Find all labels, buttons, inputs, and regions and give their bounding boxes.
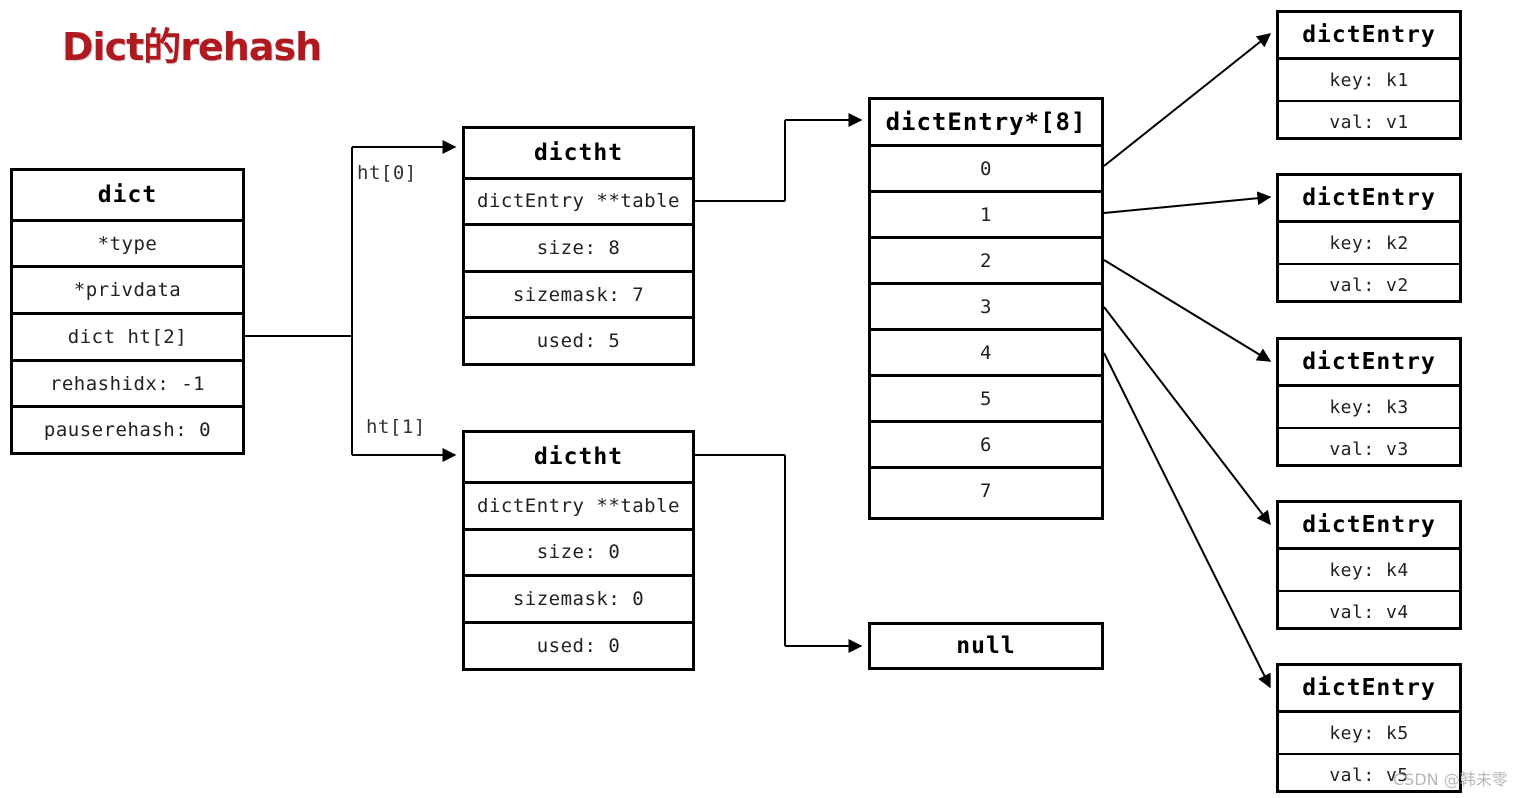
dictentry-1-val: val: v1: [1279, 100, 1459, 143]
dictht0-field-sizemask: sizemask: 7: [465, 269, 692, 317]
bucket-slot-2: 2: [871, 236, 1101, 282]
dictentry-5-val: val: v5: [1279, 753, 1459, 796]
bucket-slot-5: 5: [871, 374, 1101, 420]
bucket-slot-4: 4: [871, 328, 1101, 374]
dictentry-node-3: dictEntry key: k3 val: v3: [1276, 337, 1462, 467]
dictentry-4-val: val: v4: [1279, 590, 1459, 633]
dictht1-struct-box: dictht dictEntry **table size: 0 sizemas…: [462, 430, 695, 671]
dictentry-1-header: dictEntry: [1302, 22, 1436, 48]
connector-slot2-entry3: [1103, 259, 1272, 362]
bucket-array-header: dictEntry*[8]: [885, 108, 1087, 136]
dict-struct-box: dict *type *privdata dict ht[2] rehashid…: [10, 168, 245, 455]
dictentry-5-key: key: k5: [1279, 710, 1459, 753]
bucket-slot-3: 3: [871, 282, 1101, 328]
bucket-array-box: dictEntry*[8] 0 1 2 3 4 5 6 7: [868, 97, 1104, 520]
connector-slot1-entry2: [1103, 191, 1272, 214]
bucket-slot-7: 7: [871, 466, 1101, 512]
dictht0-field-size: size: 8: [465, 223, 692, 270]
edge-label-ht0: ht[0]: [357, 162, 417, 184]
connector-slot4-entry5: [1103, 352, 1271, 689]
dict-field-ht: dict ht[2]: [13, 312, 242, 359]
connector-slot3-entry4: [1103, 306, 1271, 526]
dictentry-3-header: dictEntry: [1302, 349, 1436, 375]
dictentry-3-val: val: v3: [1279, 427, 1459, 470]
bucket-slot-6: 6: [871, 420, 1101, 466]
bucket-slot-1: 1: [871, 190, 1101, 236]
edge-label-ht1: ht[1]: [366, 416, 426, 438]
null-node-box: null: [868, 622, 1104, 670]
dictentry-3-key: key: k3: [1279, 384, 1459, 427]
page-title: Dict的rehash: [62, 25, 322, 69]
dict-header: dict: [97, 181, 158, 208]
dictentry-node-2: dictEntry key: k2 val: v2: [1276, 173, 1462, 303]
dictentry-2-key: key: k2: [1279, 220, 1459, 263]
dictht0-header: dictht: [533, 139, 624, 166]
dictentry-2-val: val: v2: [1279, 263, 1459, 306]
dictht0-field-table: dictEntry **table: [465, 176, 692, 224]
dictentry-node-5: dictEntry key: k5 val: v5: [1276, 663, 1462, 793]
dictentry-2-header: dictEntry: [1302, 185, 1436, 211]
bucket-slot-0: 0: [871, 144, 1101, 190]
connector-slot0-entry1: [1103, 33, 1272, 167]
null-node-label: null: [956, 633, 1016, 659]
dictentry-1-key: key: k1: [1279, 57, 1459, 100]
connector-dict-to-dictht: [245, 140, 457, 462]
csdn-watermark: CSDN @韩未零: [1393, 770, 1508, 789]
connector-ht0-table-to-array: [695, 113, 863, 202]
dictentry-4-header: dictEntry: [1302, 512, 1436, 538]
dictentry-5-header: dictEntry: [1302, 675, 1436, 701]
dict-field-rehashidx: rehashidx: -1: [13, 358, 242, 406]
connector-bucket-to-entries: [1103, 33, 1272, 689]
dictentry-node-4: dictEntry key: k4 val: v4: [1276, 500, 1462, 630]
dictht1-header: dictht: [533, 443, 624, 470]
dict-field-type: *type: [13, 218, 242, 266]
dictentry-node-1: dictEntry key: k1 val: v1: [1276, 10, 1462, 140]
dictht1-field-sizemask: sizemask: 0: [465, 574, 692, 621]
dict-field-privdata: *privdata: [13, 265, 242, 312]
connector-ht1-to-null: [695, 454, 863, 653]
dictht1-field-size: size: 0: [465, 527, 692, 575]
dictht1-field-table: dictEntry **table: [465, 480, 692, 528]
dictentry-4-key: key: k4: [1279, 547, 1459, 590]
dictht0-field-used: used: 5: [465, 316, 692, 363]
dictht0-struct-box: dictht dictEntry **table size: 8 sizemas…: [462, 126, 695, 366]
dict-field-pauserehash: pauserehash: 0: [13, 405, 242, 452]
dictht1-field-used: used: 0: [465, 621, 692, 668]
